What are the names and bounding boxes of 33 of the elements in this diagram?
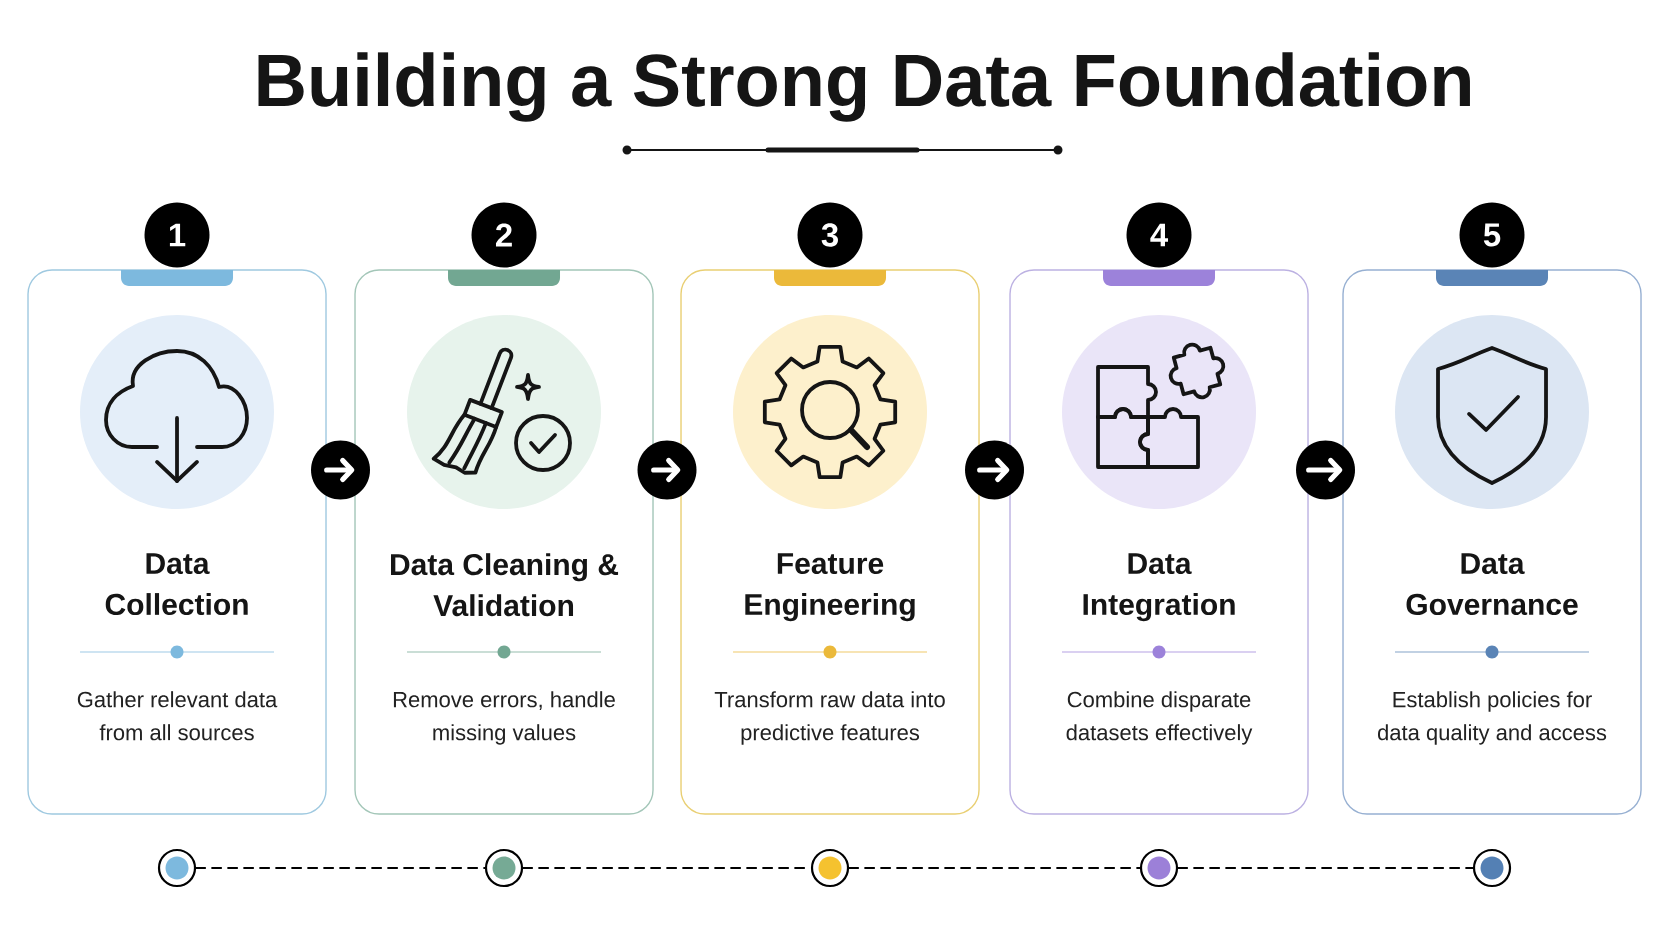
step-card — [27, 269, 327, 815]
step-card — [1009, 269, 1309, 815]
timeline-dot — [810, 848, 850, 888]
timeline-dot — [157, 848, 197, 888]
arrow — [637, 440, 697, 500]
number-badge: 4 — [1126, 202, 1192, 268]
arrow — [311, 440, 370, 500]
step-title: Data Integration — [1083, 553, 1235, 622]
timeline-dot — [484, 848, 524, 888]
arrow — [1296, 440, 1355, 500]
step-description: Combine disparate datasets effectively — [1066, 691, 1253, 745]
timeline-dot — [1139, 848, 1179, 888]
dashed-line — [195, 867, 486, 869]
step-description: Establish policies for data quality and access — [1378, 691, 1607, 745]
step-description: Gather relevant data from all sources — [77, 691, 278, 741]
step-title: Data Cleaning & Validation — [391, 553, 619, 617]
number-badge: 2 — [471, 202, 537, 268]
step-description: Transform raw data into predictive features — [714, 691, 945, 745]
step-title: Data Collection — [105, 553, 248, 616]
number-badge: 3 — [797, 202, 863, 268]
step-card — [1342, 269, 1642, 815]
timeline-dot — [1472, 848, 1512, 888]
number-badge: 5 — [1459, 202, 1525, 268]
step-card — [680, 269, 980, 815]
title: Building a Strong Data Foundation — [258, 52, 1470, 122]
arrow — [965, 440, 1024, 500]
dashed-line — [1177, 867, 1474, 869]
step-card — [354, 269, 654, 815]
step-title: Data Governance — [1406, 553, 1578, 616]
step-title: Feature Engineering — [745, 553, 915, 622]
dashed-line — [848, 867, 1141, 869]
step-description: Remove errors, handle missing values — [393, 691, 615, 745]
number-badge: 1 — [144, 202, 210, 268]
